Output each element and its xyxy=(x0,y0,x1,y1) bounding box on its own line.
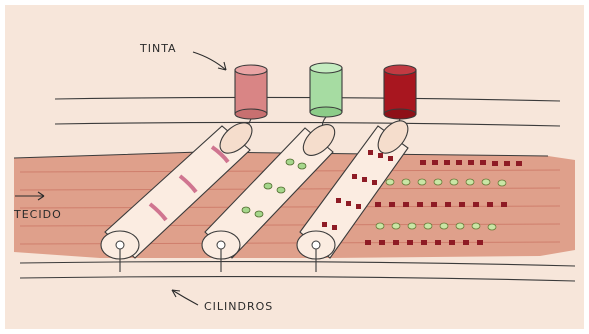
fabric-arrow-icon xyxy=(15,191,45,201)
ink-can-pink xyxy=(234,64,268,135)
cylinder-red xyxy=(296,120,409,272)
guide-lines xyxy=(19,96,576,282)
red-squares-pattern xyxy=(365,160,522,245)
fabric-label: TECIDO xyxy=(13,208,62,221)
ink-can-green xyxy=(309,62,343,133)
cylinder-green xyxy=(201,124,336,272)
cylinders-label: CILINDROS xyxy=(204,300,273,313)
cylinder-pink xyxy=(100,122,253,272)
ink-arrow-icon xyxy=(192,51,227,71)
cylinders-arrow-icon xyxy=(171,289,199,306)
green-dots-pattern xyxy=(375,178,507,231)
ink-can-red xyxy=(383,64,417,135)
ink-label: TINTA xyxy=(139,42,177,55)
